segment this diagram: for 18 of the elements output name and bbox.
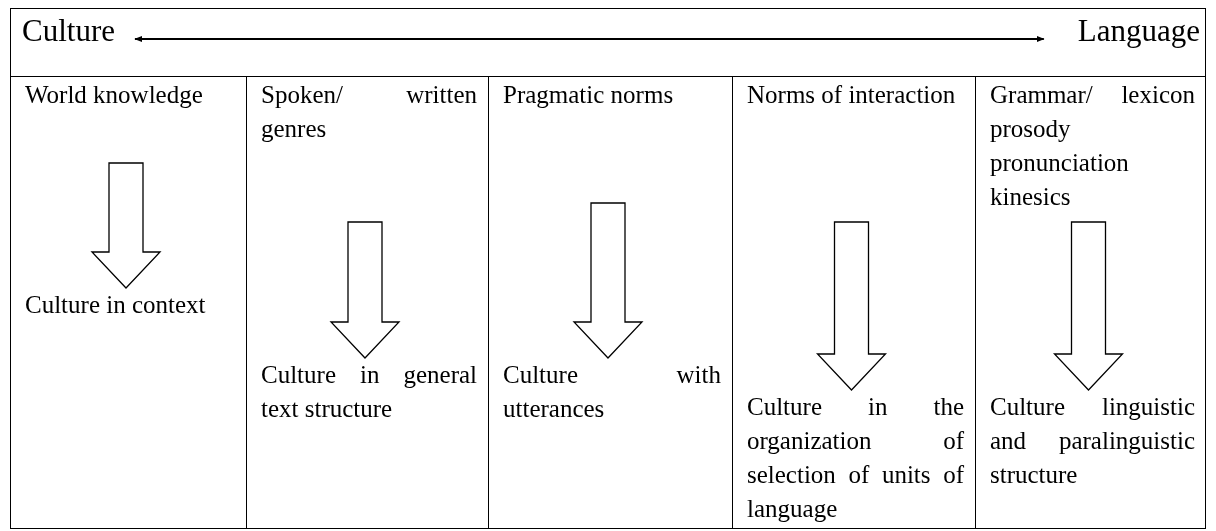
cell-text: Grammar/ lexicon prosody pronunciation kinesics <box>990 78 1195 214</box>
cell-text: Culture with utterances <box>503 358 721 426</box>
block-arrow <box>1053 221 1124 391</box>
cell-text: Spoken/ written genres <box>261 78 477 146</box>
cell-text: World knowledge <box>25 78 235 112</box>
cell-text: Culture in context <box>25 288 235 322</box>
axis-end-label: Culture <box>22 14 115 48</box>
block-arrow <box>816 221 887 391</box>
block-arrow <box>329 221 401 359</box>
double-headed-arrow <box>134 35 1045 43</box>
cell-text: Pragmatic norms <box>503 78 721 112</box>
cell-text: Culture in the organization of selection of units of language <box>747 390 964 526</box>
block-arrow <box>90 162 162 289</box>
cell-text: Norms of interaction <box>747 78 964 112</box>
block-arrow <box>572 202 644 359</box>
axis-end-label: Language <box>1077 14 1200 48</box>
cell-text: Culture linguistic and paralinguistic structure <box>990 390 1195 492</box>
cell-text: Culture in general text structure <box>261 358 477 426</box>
